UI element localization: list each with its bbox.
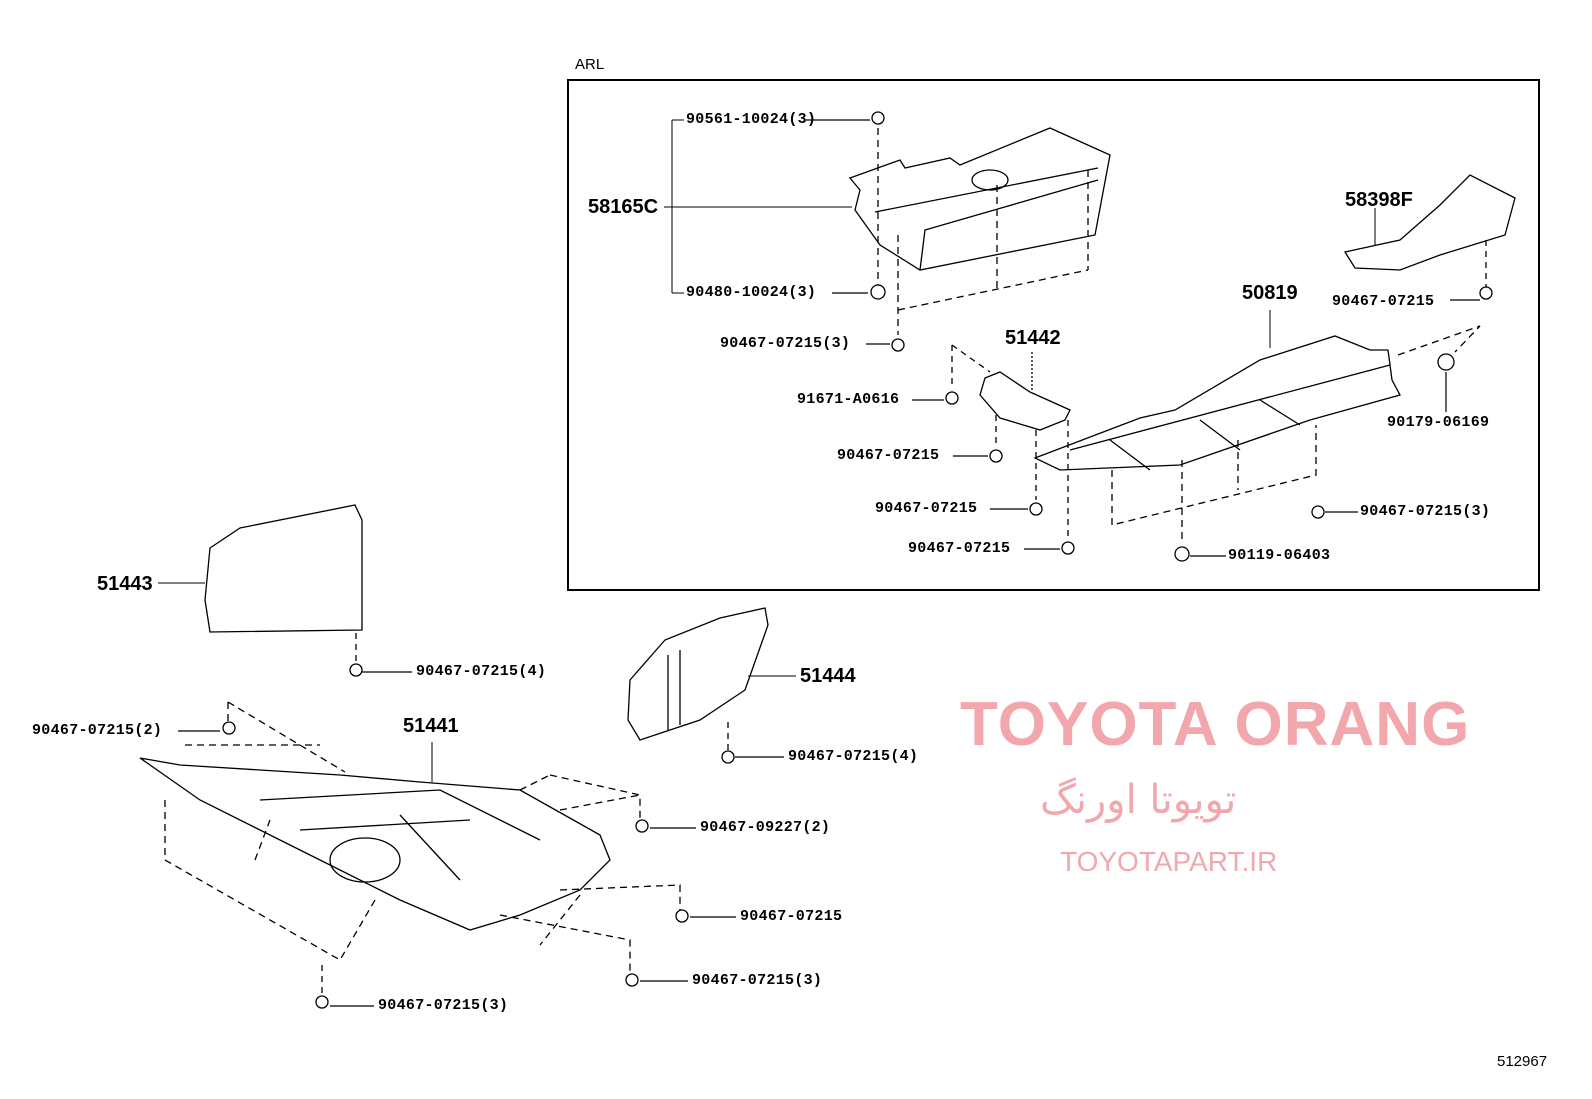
fastener-label[interactable]: 90467-07215 [837, 447, 940, 464]
part-label-50819[interactable]: 50819 [1242, 282, 1298, 304]
watermark-brand: TOYOTA ORANG [960, 690, 1471, 759]
fastener-label[interactable]: 90467-09227(2) [700, 819, 831, 836]
clip-icons [222, 111, 1493, 1009]
part-58165C-tray [848, 127, 1111, 271]
part-51442-bracket [979, 371, 1071, 431]
part-label-51443[interactable]: 51443 [97, 573, 153, 595]
part-51444-shield [627, 607, 769, 741]
fastener-label[interactable]: 90467-07215 [740, 908, 843, 925]
group-label-arl: ARL [575, 56, 605, 73]
part-51443-shield [204, 504, 363, 633]
arl-group-frame [567, 79, 1540, 591]
watermark-brand-fa: تویوتا اورنگ [1040, 777, 1237, 823]
fastener-label[interactable]: 90467-07215(3) [378, 997, 509, 1014]
fastener-label[interactable]: 90467-07215 [875, 500, 978, 517]
part-label-51441[interactable]: 51441 [403, 715, 459, 737]
part-51441-undercover [139, 757, 611, 931]
fastener-label[interactable]: 90467-07215(3) [692, 972, 823, 989]
part-label-58165C[interactable]: 58165C [588, 196, 659, 218]
fastener-label[interactable]: 90119-06403 [1228, 547, 1331, 564]
fastener-label[interactable]: 90179-06169 [1387, 414, 1490, 431]
fastener-label[interactable]: 90467-07215(4) [416, 663, 547, 680]
fastener-label[interactable]: 90467-07215(4) [788, 748, 919, 765]
fastener-label[interactable]: 90467-07215(3) [1360, 503, 1491, 520]
fastener-label[interactable]: 90467-07215(2) [32, 722, 163, 739]
fastener-label[interactable]: 91671-A0616 [797, 391, 900, 408]
fastener-label[interactable]: 90561-10024(3) [686, 111, 817, 128]
fastener-label[interactable]: 90467-07215 [1332, 293, 1435, 310]
fastener-label[interactable]: 90467-07215 [908, 540, 1011, 557]
part-58398F-cover [1343, 174, 1516, 271]
part-label-51444[interactable]: 51444 [800, 665, 856, 687]
part-50819-cover [1033, 335, 1401, 471]
figure-number: 512967 [1497, 1053, 1548, 1070]
part-label-58398F[interactable]: 58398F [1345, 189, 1413, 211]
watermark-site: TOYOTAPART.IR [1060, 846, 1278, 877]
part-label-51442[interactable]: 51442 [1005, 327, 1061, 349]
fastener-label[interactable]: 90467-07215(3) [720, 335, 851, 352]
fastener-label[interactable]: 90480-10024(3) [686, 284, 817, 301]
